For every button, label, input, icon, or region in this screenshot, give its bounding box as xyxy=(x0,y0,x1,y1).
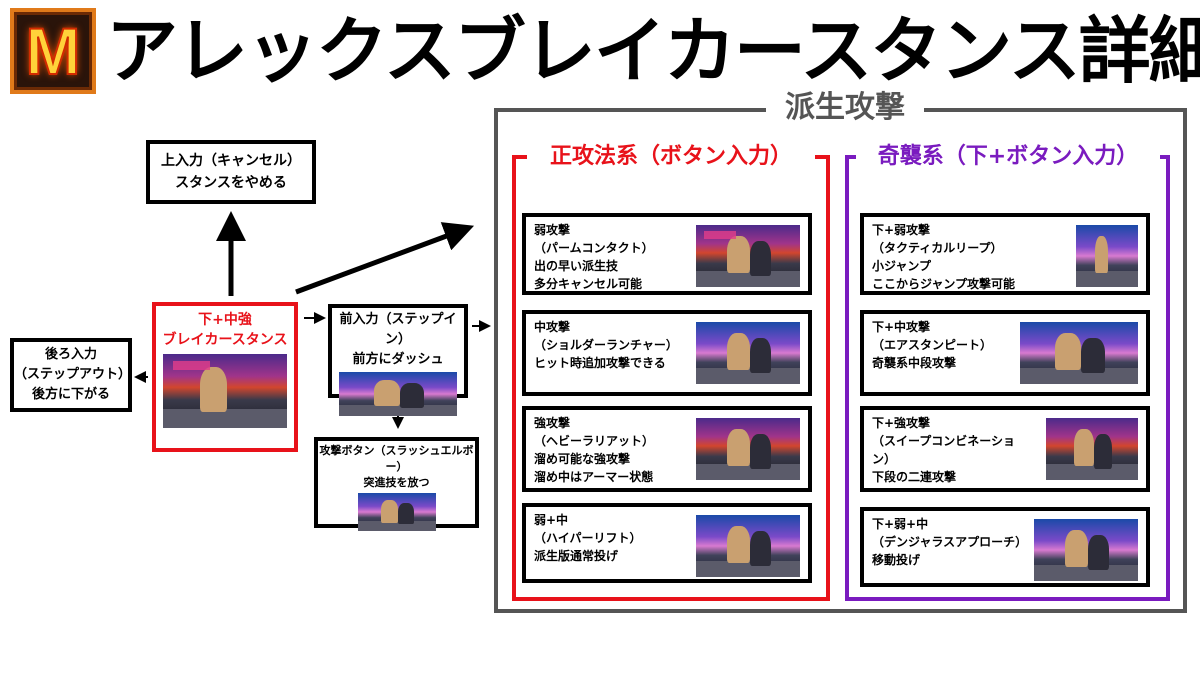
logo-letter: M xyxy=(25,14,82,88)
surprise-card: 下+強攻撃 （スイープコンビネーション） 下段の二連攻撃 xyxy=(860,406,1150,492)
normal-card: 強攻撃 （ヘビーラリアット） 溜め可能な強攻撃 溜め中はアーマー状態 xyxy=(522,406,812,492)
card-screenshot xyxy=(696,515,800,577)
card-line: （ショルダーランチャー） xyxy=(534,338,678,352)
stepin-line2: 前方にダッシュ xyxy=(352,352,444,367)
card-line: 下+弱+中 xyxy=(872,517,929,531)
surprise-card: 下+弱攻撃 （タクティカルリープ） 小ジャンプ ここからジャンプ攻撃可能 xyxy=(860,213,1150,295)
stepin-line1: 前入力（ステップイン） xyxy=(339,312,457,347)
stance-screenshot xyxy=(163,354,287,428)
card-line: 小ジャンプ xyxy=(872,259,932,273)
card-line: 弱+中 xyxy=(534,513,569,527)
card-line: 多分キャンセル可能 xyxy=(534,277,643,291)
elbow-line1: 攻撃ボタン（スラッシュエルボー） xyxy=(319,444,474,473)
backstep-line2: （ステップアウト） xyxy=(14,367,132,382)
card-line: ここからジャンプ攻撃可能 xyxy=(872,277,1016,291)
card-screenshot xyxy=(696,225,800,287)
card-line: 中攻撃 xyxy=(534,320,571,334)
card-screenshot xyxy=(1020,322,1138,384)
card-line: （スイープコンビネーション） xyxy=(872,434,1016,466)
cancel-line2: スタンスをやめる xyxy=(175,175,287,191)
card-screenshot xyxy=(696,418,800,480)
card-line: 奇襲系中段攻撃 xyxy=(872,356,957,370)
card-line: 溜め中はアーマー状態 xyxy=(534,470,654,484)
arrow-diagonal xyxy=(295,222,475,295)
card-line: （ヘビーラリアット） xyxy=(534,434,655,448)
backstep-box: 後ろ入力 （ステップアウト） 後方に下がる xyxy=(10,338,132,412)
card-line: （ハイパーリフト） xyxy=(534,531,642,545)
card-screenshot xyxy=(1034,519,1138,581)
card-line: （タクティカルリープ） xyxy=(872,241,1003,255)
card-line: （パームコンタクト） xyxy=(534,241,654,255)
card-line: 派生版通常投げ xyxy=(534,549,619,563)
card-line: 溜め可能な強攻撃 xyxy=(534,452,631,466)
card-line: 下段の二連攻撃 xyxy=(872,470,957,484)
card-line: （デンジャラスアプローチ） xyxy=(872,535,1028,549)
card-line: 出の早い派生技 xyxy=(534,259,619,273)
backstep-line3: 後方に下がる xyxy=(31,387,110,402)
card-line: （エアスタンピート） xyxy=(872,338,993,352)
derived-label: 派生攻撃 xyxy=(766,88,924,128)
surprise-card: 下+中攻撃 （エアスタンピート） 奇襲系中段攻撃 xyxy=(860,310,1150,396)
surprise-label: 奇襲系（下+ボタン入力） xyxy=(856,138,1160,176)
card-screenshot xyxy=(1076,225,1138,287)
card-line: 弱攻撃 xyxy=(534,223,571,237)
card-line: 下+弱攻撃 xyxy=(872,223,931,237)
normal-card: 弱+中 （ハイパーリフト） 派生版通常投げ xyxy=(522,503,812,583)
normal-card: 中攻撃 （ショルダーランチャー） ヒット時追加攻撃できる xyxy=(522,310,812,396)
stance-line1: 下+中強 xyxy=(198,312,252,328)
elbow-line2: 突進技を放つ xyxy=(363,476,430,489)
elbow-box: 攻撃ボタン（スラッシュエルボー） 突進技を放つ xyxy=(314,437,479,531)
card-line: 強攻撃 xyxy=(534,416,571,430)
stance-box: 下+中強 ブレイカースタンス xyxy=(152,302,298,452)
stepin-box: 前入力（ステップイン） 前方にダッシュ xyxy=(328,304,468,416)
stepin-screenshot xyxy=(339,372,457,416)
card-line: 下+中攻撃 xyxy=(872,320,931,334)
normal-card: 弱攻撃 （パームコンタクト） 出の早い派生技 多分キャンセル可能 xyxy=(522,213,812,295)
m-logo-icon: M xyxy=(10,8,96,94)
cancel-box: 上入力（キャンセル） スタンスをやめる xyxy=(146,140,316,204)
page-title: アレックスブレイカースタンス詳細 xyxy=(106,9,1200,93)
card-screenshot xyxy=(1046,418,1138,480)
elbow-screenshot xyxy=(357,493,436,531)
card-screenshot xyxy=(696,322,800,384)
stance-line2: ブレイカースタンス xyxy=(162,332,288,348)
card-line: 下+強攻撃 xyxy=(872,416,931,430)
backstep-line1: 後ろ入力 xyxy=(44,347,97,362)
card-line: ヒット時追加攻撃できる xyxy=(534,356,666,370)
surprise-card: 下+弱+中 （デンジャラスアプローチ） 移動投げ xyxy=(860,507,1150,587)
card-line: 移動投げ xyxy=(872,553,921,567)
cancel-line1: 上入力（キャンセル） xyxy=(161,153,301,169)
normal-label: 正攻法系（ボタン入力） xyxy=(527,138,815,176)
